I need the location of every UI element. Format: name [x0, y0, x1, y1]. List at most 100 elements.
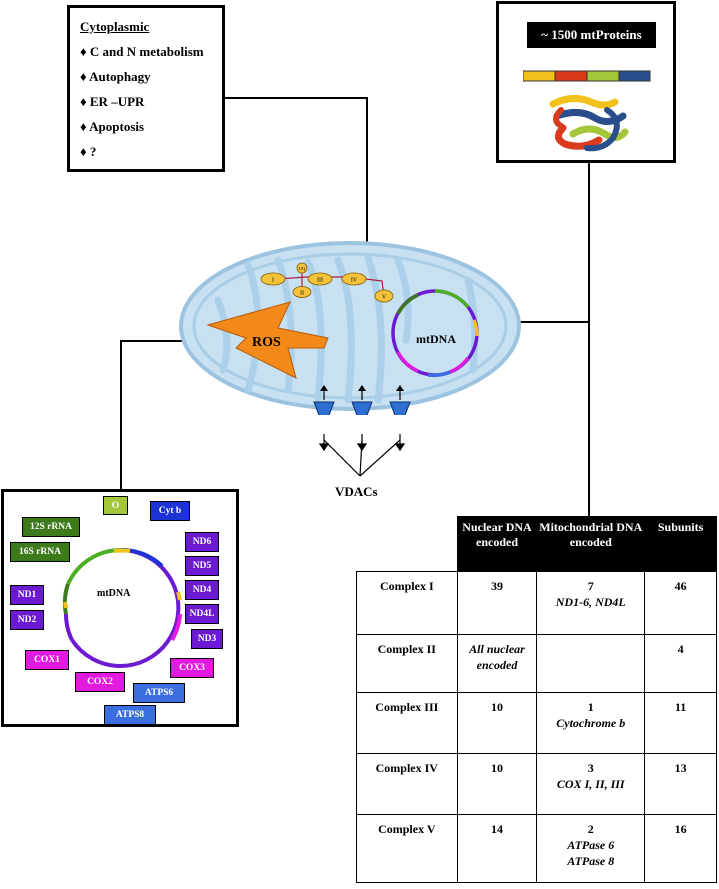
- mito-mtdna-label: mtDNA: [416, 332, 456, 346]
- table-row: Complex V 14 2 ATPase 6 ATPase 8 16: [356, 813, 717, 883]
- connector-line: [120, 340, 182, 342]
- cytoplasmic-heading: Cytoplasmic: [80, 19, 150, 34]
- vdac-arrows: [318, 434, 406, 477]
- mito-cell: 7 ND1-6, ND4L: [536, 570, 646, 635]
- table-row: Complex I 39 7 ND1-6, ND4L 46: [356, 570, 717, 635]
- table-header-row: Nuclear DNA encoded Mitochondrial DNA en…: [357, 516, 717, 571]
- chain-segment-green: [586, 70, 620, 82]
- cytoplasmic-item: ♦ ?: [80, 144, 97, 159]
- etc-label: II: [300, 291, 304, 297]
- complex-name: Complex IV: [356, 752, 458, 815]
- mito-count: 7: [587, 578, 594, 593]
- nuclear-count: 39: [456, 570, 538, 635]
- etc-label: IV: [351, 278, 358, 284]
- mito-genes: Cytochrome b: [556, 715, 626, 730]
- nuclear-count: 14: [456, 813, 538, 883]
- genome-ring: [62, 547, 182, 668]
- etc-label: I: [272, 278, 274, 284]
- gene-nd4: ND4: [185, 580, 219, 600]
- mito-genes: ATPase 8: [567, 853, 615, 868]
- table-row: Complex II All nuclear encoded 4: [356, 633, 717, 693]
- subunit-count: 4: [644, 633, 717, 693]
- header-nuclear: Nuclear DNA encoded: [457, 516, 537, 571]
- cytoplasmic-item: ♦ Autophagy: [80, 69, 151, 84]
- table-row: Complex III 10 1 Cytochrome b 11: [356, 691, 717, 754]
- gene-nd2: ND2: [10, 610, 44, 630]
- ros-label: ROS: [252, 335, 281, 350]
- gene-atps6: ATPS6: [133, 683, 185, 703]
- mtproteins-label: ~ 1500 mtProteins: [527, 22, 656, 48]
- complex-i-node: [260, 272, 286, 286]
- gene-nd1: ND1: [10, 585, 44, 605]
- etc-label: III: [317, 278, 323, 284]
- complex-name: Complex I: [356, 570, 458, 635]
- subunit-count: 46: [644, 570, 717, 635]
- connector-line: [588, 162, 590, 516]
- complex-ii-node: [292, 286, 312, 298]
- mtdna-ring: [391, 289, 479, 378]
- nuclear-count: 10: [456, 752, 538, 815]
- subunit-count: 11: [644, 691, 717, 754]
- connector-line: [120, 340, 122, 490]
- mito-genes: ND1-6, ND4L: [555, 594, 626, 609]
- vdac-channels: [313, 385, 411, 415]
- complex-v-node: [374, 289, 394, 303]
- complex-table: Nuclear DNA encoded Mitochondrial DNA en…: [356, 516, 717, 883]
- chain-segment-blue: [618, 70, 651, 82]
- complex-iii-node: [307, 272, 333, 286]
- mito-genes: ATPase 6: [567, 837, 615, 852]
- mitochondrion: I UQ II III IV V mtDNA ROS: [179, 241, 521, 415]
- header-mitochondrial: Mitochondrial DNA encoded: [536, 516, 645, 571]
- gene-cox3: COX3: [170, 658, 214, 678]
- protein-chain-bar: [523, 70, 651, 82]
- mito-count: 1: [587, 699, 594, 714]
- vdac-label: VDACs: [335, 484, 378, 499]
- mito-cell: 3 COX I, II, III: [536, 752, 646, 815]
- gene-nd6: ND6: [185, 532, 219, 552]
- gene-12s-rrna: 12S rRNA: [22, 517, 80, 537]
- mito-count: 2: [587, 821, 594, 836]
- etc-label: V: [382, 295, 387, 301]
- genome-center-label: mtDNA: [97, 588, 131, 599]
- folded-protein-icon: [549, 95, 629, 152]
- gene-16s-rrna: 16S rRNA: [10, 542, 70, 562]
- gene-nd5: ND5: [185, 556, 219, 576]
- gene-cox2: COX2: [75, 672, 125, 692]
- etc-chain: I UQ II III IV V: [260, 262, 394, 303]
- gene-cox1: COX1: [25, 650, 69, 670]
- cytoplasmic-item: ♦ C and N metabolism: [80, 44, 204, 59]
- table-row: Complex IV 10 3 COX I, II, III 13: [356, 752, 717, 815]
- complex-iv-node: [341, 272, 367, 286]
- gene-nd3: ND3: [191, 629, 223, 649]
- mito-count: 3: [587, 760, 594, 775]
- complex-name: Complex III: [356, 691, 458, 754]
- complex-name: Complex V: [356, 813, 458, 883]
- connector-line: [366, 97, 368, 247]
- ros-lightning-icon: [206, 301, 329, 379]
- chain-segment-red: [554, 70, 588, 82]
- connector-line: [516, 321, 590, 323]
- nuclear-cell: All nuclear encoded: [456, 633, 538, 693]
- gene-atps8: ATPS8: [104, 705, 156, 725]
- vdac-channel-icon: [351, 385, 373, 415]
- cytoplasmic-item: ♦ ER –UPR: [80, 94, 145, 109]
- vdac-channel-icon: [313, 385, 335, 415]
- complex-name: Complex II: [356, 633, 458, 693]
- mito-genes: COX I, II, III: [556, 776, 625, 791]
- gene-cytb: Cyt b: [150, 501, 190, 521]
- gene-nd4l: ND4L: [185, 604, 219, 624]
- nuclear-note: All nuclear encoded: [469, 641, 525, 672]
- genome-map-box: mtDNA O Cyt b 12S rRNA 16S rRNA ND6 ND5 …: [1, 489, 239, 727]
- etc-q-label: UQ: [299, 266, 306, 271]
- ubiquinone-node: [296, 262, 308, 274]
- mito-cell: 2 ATPase 6 ATPase 8: [536, 813, 646, 883]
- connector-line: [223, 97, 368, 99]
- chain-segment-yellow: [523, 70, 556, 82]
- gene-o: O: [103, 496, 128, 515]
- header-subunits: Subunits: [644, 516, 717, 571]
- mtproteins-box: ~ 1500 mtProteins: [496, 1, 676, 163]
- nuclear-count: 10: [456, 691, 538, 754]
- table-corner: [357, 516, 458, 571]
- cristae: [214, 254, 479, 404]
- cytoplasmic-box: Cytoplasmic ♦ C and N metabolism ♦ Autop…: [67, 5, 225, 172]
